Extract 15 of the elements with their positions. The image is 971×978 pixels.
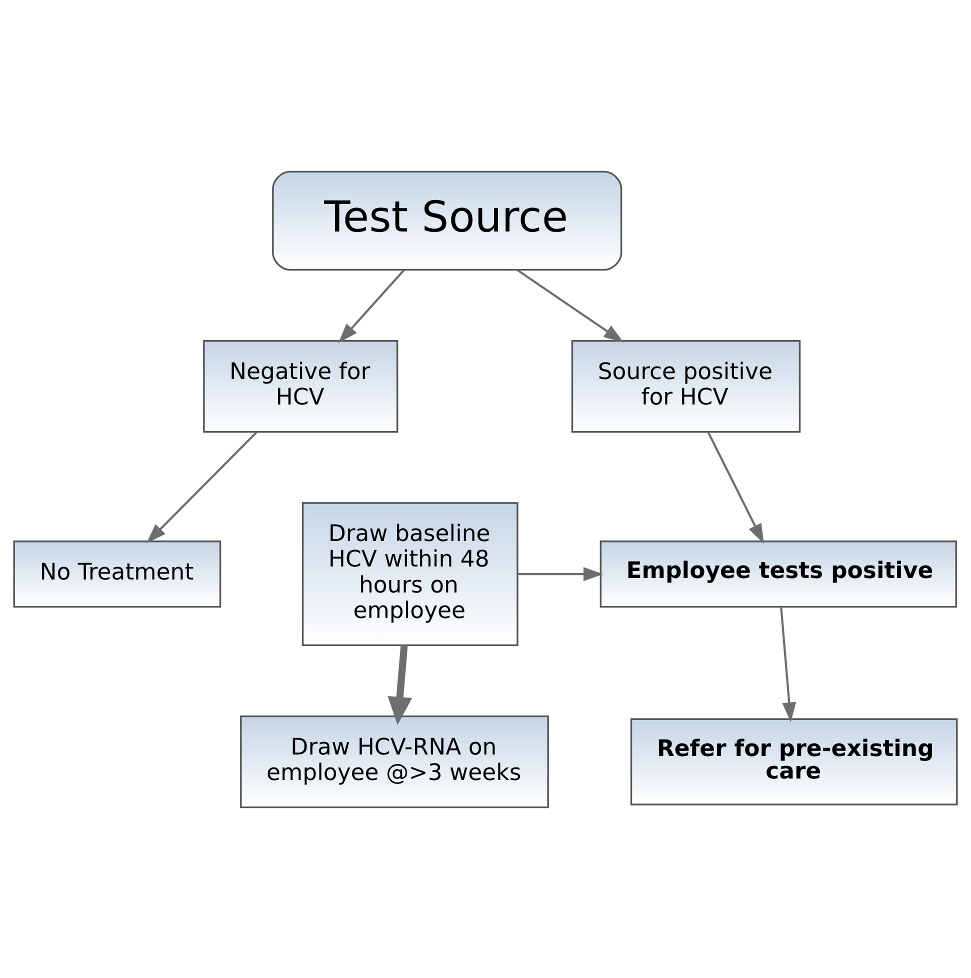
node-box: Source positive for HCV [571, 340, 801, 432]
node-box: Refer for pre-existing care [630, 718, 958, 805]
node-box: Negative for HCV [203, 340, 398, 432]
node-box: Draw baseline HCV within 48 hours on employee [302, 502, 518, 646]
node-box: Test Source [272, 170, 622, 270]
node-box: Employee tests positive [600, 540, 958, 608]
node-box: Draw HCV-RNA on employee @>3 weeks [240, 714, 549, 808]
arrow [146, 430, 258, 543]
arrow [780, 606, 796, 722]
arrow [516, 268, 624, 342]
arrow [338, 268, 405, 343]
arrow [388, 644, 412, 724]
node-box: No Treatment [13, 540, 222, 608]
arrow [518, 566, 604, 581]
arrow [707, 431, 764, 544]
